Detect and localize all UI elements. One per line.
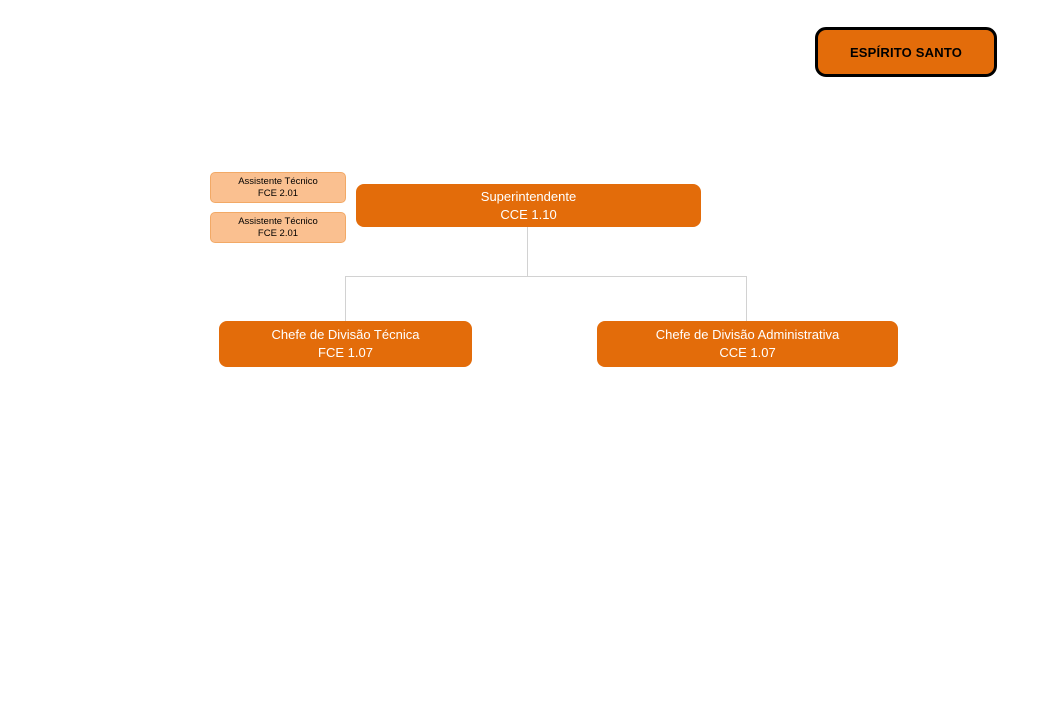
assistant-node-1[interactable]: Assistente Técnico FCE 2.01 — [210, 172, 346, 203]
child-1-code: FCE 1.07 — [318, 345, 373, 360]
child-node-divisao-administrativa[interactable]: Chefe de Divisão Administrativa CCE 1.07 — [597, 321, 898, 367]
root-node-superintendente[interactable]: Superintendente CCE 1.10 — [356, 184, 701, 227]
connector-horizontal-bar — [345, 276, 747, 277]
assistant-2-title: Assistente Técnico — [238, 215, 318, 227]
child-1-title: Chefe de Divisão Técnica — [271, 327, 420, 342]
espirito-santo-badge-label: ESPÍRITO SANTO — [849, 44, 963, 60]
root-node-title: Superintendente — [480, 188, 577, 204]
connector-left-drop — [345, 276, 346, 321]
connector-right-drop — [746, 276, 747, 321]
espirito-santo-badge[interactable]: ESPÍRITO SANTO — [815, 27, 997, 77]
child-node-divisao-tecnica[interactable]: Chefe de Divisão Técnica FCE 1.07 — [219, 321, 472, 367]
assistant-1-code: FCE 2.01 — [257, 187, 299, 199]
assistant-2-code: FCE 2.01 — [257, 227, 299, 239]
root-node-code: CCE 1.10 — [500, 206, 557, 222]
child-2-title: Chefe de Divisão Administrativa — [655, 327, 840, 342]
assistant-1-title: Assistente Técnico — [238, 175, 318, 187]
connector-root-stem — [527, 227, 528, 276]
child-2-code: CCE 1.07 — [719, 345, 776, 360]
assistant-node-2[interactable]: Assistente Técnico FCE 2.01 — [210, 212, 346, 243]
